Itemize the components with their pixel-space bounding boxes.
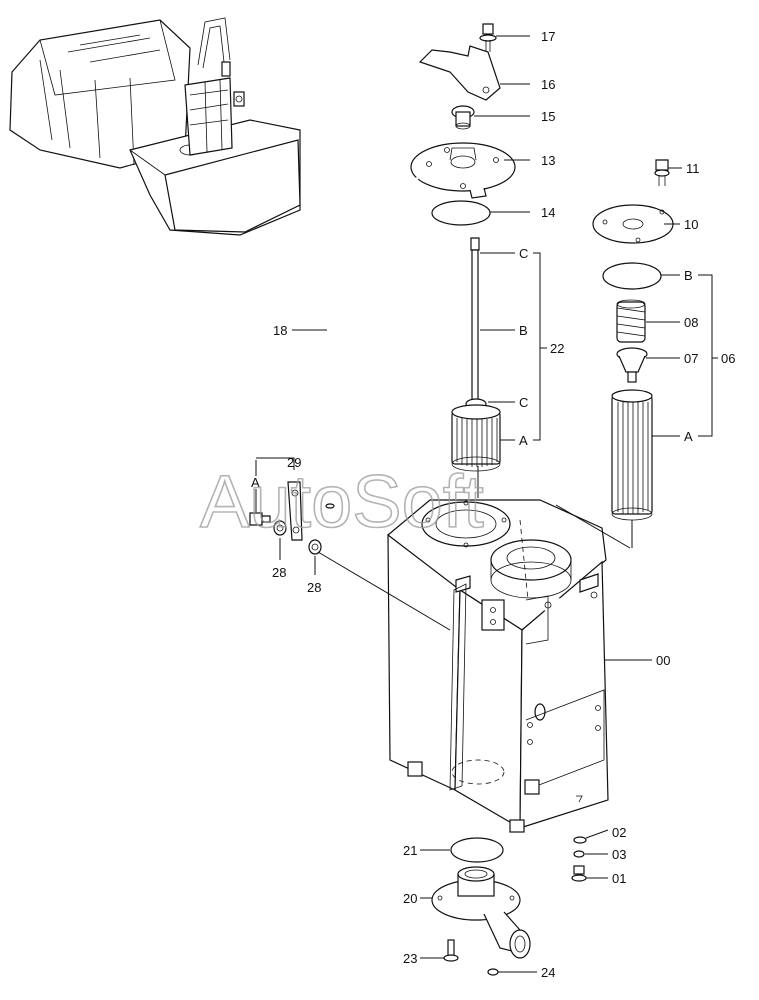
label-02: 02: [612, 825, 626, 840]
label-16: 16: [541, 77, 555, 92]
spring-08: [616, 299, 646, 343]
label-03: 03: [612, 847, 626, 862]
label-18: 18: [273, 323, 287, 338]
label-14: 14: [541, 205, 555, 220]
leader-lines: [255, 35, 718, 973]
label-b-22: B: [519, 323, 528, 338]
part-labels: 17 16 15 13 14 11 10 B 08 07 06 A C B 22…: [251, 29, 735, 980]
label-10: 10: [684, 217, 698, 232]
label-11: 11: [686, 161, 700, 176]
suction-strainer-22: [451, 237, 501, 472]
filter-element-06: [611, 389, 653, 521]
label-23: 23: [403, 951, 417, 966]
label-08: 08: [684, 315, 698, 330]
label-17: 17: [541, 29, 555, 44]
label-24: 24: [541, 965, 555, 980]
label-00: 00: [656, 653, 670, 668]
upper-clamp-assembly: [410, 23, 516, 226]
label-29: 29: [287, 455, 301, 470]
label-a-29: A: [251, 475, 260, 490]
excavator-location-illustration: [9, 17, 301, 236]
label-b-06: B: [684, 268, 693, 283]
label-15: 15: [541, 109, 555, 124]
autosoft-watermark: AutoSoft: [200, 460, 484, 543]
label-21: 21: [403, 843, 417, 858]
hydraulic-tank-body: [387, 499, 609, 833]
label-07: 07: [684, 351, 698, 366]
label-c-22-top: C: [519, 246, 528, 261]
label-a-06: A: [684, 429, 693, 444]
label-06: 06: [721, 351, 735, 366]
hose-18: [327, 177, 419, 506]
label-20: 20: [403, 891, 417, 906]
level-gauge-29: [249, 481, 322, 555]
label-13: 13: [541, 153, 555, 168]
label-c-22-bottom: C: [519, 395, 528, 410]
label-28-right: 28: [307, 580, 321, 595]
label-28-left: 28: [272, 565, 286, 580]
label-a-22: A: [519, 433, 528, 448]
label-22: 22: [550, 341, 564, 356]
right-filter-assembly: [592, 159, 674, 521]
label-01: 01: [612, 871, 626, 886]
bottom-outlet-assembly: [431, 836, 587, 976]
